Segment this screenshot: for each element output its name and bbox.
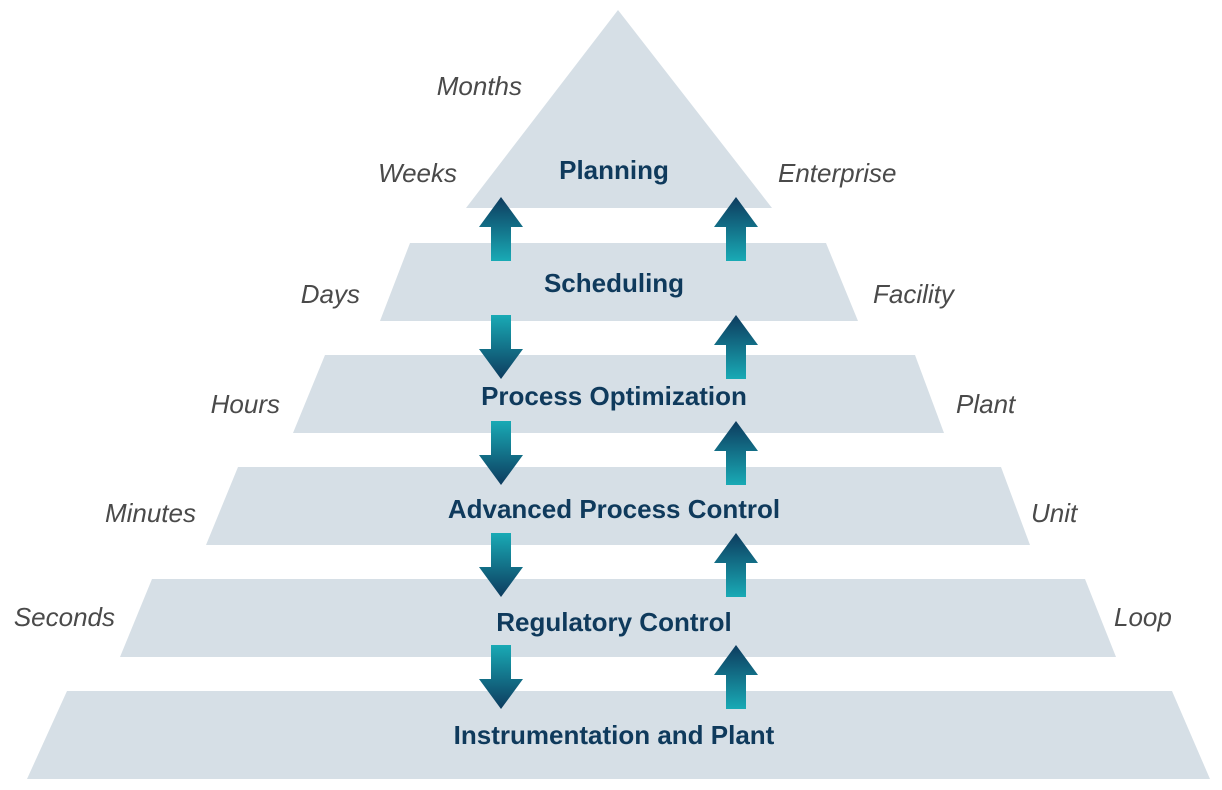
scope-facility: Facility xyxy=(873,279,956,309)
time-scale-hours: Hours xyxy=(211,389,280,419)
arrows xyxy=(479,197,758,709)
left-arrow-down-2 xyxy=(479,315,523,379)
layer-regulatory-control-shape xyxy=(120,579,1116,657)
right-arrow-up-3 xyxy=(714,421,758,485)
right-arrow-up-5 xyxy=(714,645,758,709)
left-arrow-down-3 xyxy=(479,421,523,485)
layer-label-planning: Planning xyxy=(559,155,669,185)
time-scale-days: Days xyxy=(301,279,360,309)
right-arrow-up-2 xyxy=(714,315,758,379)
layer-advanced-process-control-shape xyxy=(206,467,1030,545)
right-arrow-up-1 xyxy=(714,197,758,261)
left-arrow-down-5 xyxy=(479,645,523,709)
layer-label-process-optimization: Process Optimization xyxy=(481,381,747,411)
time-scale-seconds: Seconds xyxy=(14,602,115,632)
scope-loop: Loop xyxy=(1114,602,1172,632)
layer-instrumentation-shape xyxy=(27,691,1210,779)
layer-label-instrumentation-and-plant: Instrumentation and Plant xyxy=(454,720,775,750)
layer-process-optimization-shape xyxy=(293,355,944,433)
scope-unit: Unit xyxy=(1031,498,1079,528)
layer-label-advanced-process-control: Advanced Process Control xyxy=(448,494,780,524)
time-scale-minutes: Minutes xyxy=(105,498,196,528)
layer-label-scheduling: Scheduling xyxy=(544,268,684,298)
left-arrow-down-4 xyxy=(479,533,523,597)
left-arrow-up-1 xyxy=(479,197,523,261)
layer-scheduling-shape xyxy=(380,243,858,321)
layer-label-regulatory-control: Regulatory Control xyxy=(496,607,731,637)
scope-plant: Plant xyxy=(956,389,1017,419)
right-arrow-up-4 xyxy=(714,533,758,597)
layer-planning-shape xyxy=(466,10,772,208)
time-scale-months: Months xyxy=(437,71,522,101)
scope-enterprise: Enterprise xyxy=(778,158,897,188)
time-scale-weeks: Weeks xyxy=(378,158,457,188)
